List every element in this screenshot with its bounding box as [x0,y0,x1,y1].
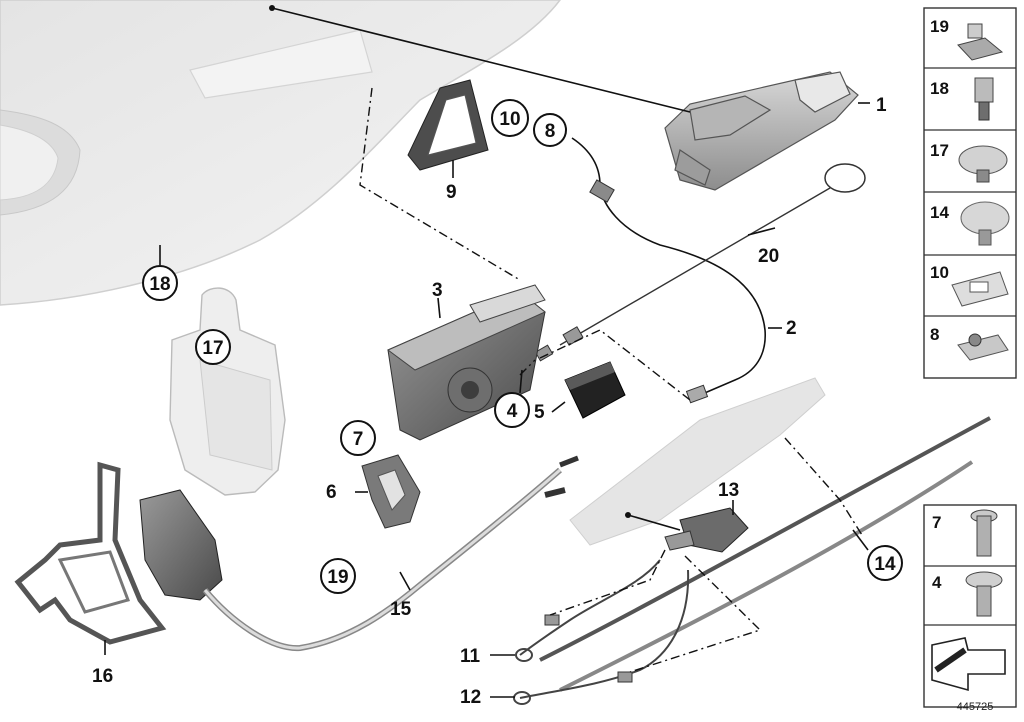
panel-label-8: 8 [930,325,939,344]
rods-14 [539,416,991,692]
callout-9: 9 [446,182,457,203]
panel-label-17: 17 [930,141,949,160]
callout-7: 7 [353,429,364,450]
panel-label-14: 14 [930,203,949,222]
panel-label-19: 19 [930,17,949,36]
panel-label-7: 7 [932,513,941,532]
tailgate-body [0,0,561,306]
bracket-16 [14,461,167,645]
callout-13: 13 [718,480,739,501]
cable-20 [534,163,866,362]
callouts: 1 2 3 5 6 9 11 12 13 15 16 20 [92,95,887,708]
bracket-5 [564,361,626,419]
circled-callouts: 10 8 18 17 4 7 19 14 [142,99,903,594]
callout-19: 19 [327,567,348,588]
callout-6: 6 [326,482,337,503]
callout-16: 16 [92,666,113,687]
callout-17: 17 [202,338,223,359]
callout-14: 14 [874,554,896,575]
callout-5: 5 [534,402,545,423]
callout-18: 18 [149,274,170,295]
clamp-6 [361,454,421,529]
panel-label-10: 10 [930,263,949,282]
dashed-lines [359,87,863,673]
leader-lines [104,5,870,698]
grip-9 [407,79,489,171]
wire-12 [513,569,690,705]
callout-2: 2 [786,318,797,339]
tray-14 [569,377,826,546]
reference-number: 445725 [957,701,994,713]
harness-15 [139,455,579,652]
fastener-panel: 19 18 17 14 10 8 [923,7,1017,379]
callout-11: 11 [460,646,481,667]
callout-8: 8 [545,121,556,142]
callout-15: 15 [390,599,412,620]
reservoir-17 [169,287,286,496]
wire-8-2 [571,137,766,404]
callout-12: 12 [460,687,481,708]
handle-module-1 [664,71,859,191]
lock-actuator-3 [387,284,546,441]
connector-13 [664,507,749,553]
callout-4: 4 [507,401,518,422]
panel-label-4: 4 [932,573,942,592]
bolt-panel: 7 4 445725 [923,504,1017,713]
callout-20: 20 [758,246,779,267]
callout-3: 3 [432,280,443,301]
callout-10: 10 [499,109,520,130]
callout-1: 1 [876,95,887,116]
panel-label-18: 18 [930,79,949,98]
